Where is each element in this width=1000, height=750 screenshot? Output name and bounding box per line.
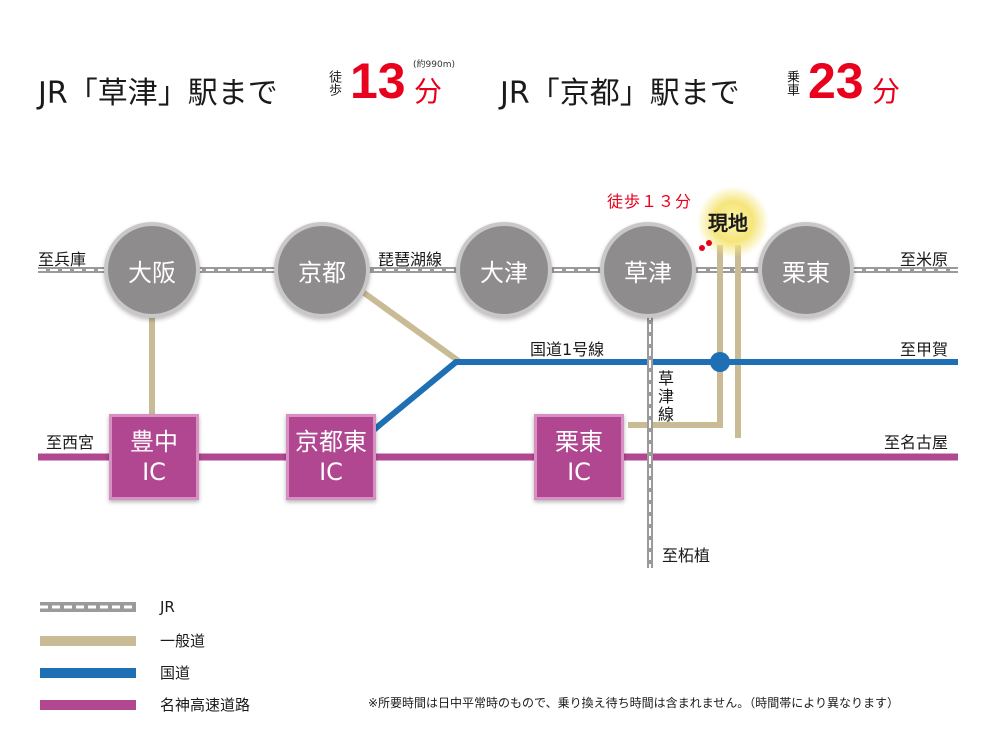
current-location-label: 現地 [708,211,748,235]
header-right-prefix: JR「京都」駅まで [500,76,740,111]
legend-swatch-national [40,667,136,678]
route1-junction [710,352,730,372]
current-location-glow [697,186,769,258]
station-otsu: 大津 [456,222,552,318]
label-route-1: 国道1号線 [530,340,605,359]
footnote: ※所要時間は日中平常時のもので、乗り換え待ち時間は含まれません。（時間帯により異… [368,696,899,710]
legend-swatch-road [40,635,136,646]
header-right-mode: 乗車 [784,70,799,96]
legend-label-national: 国道 [160,664,191,682]
header-left-distance-note: (約990m) [413,60,455,70]
header-right-value: 23 [808,53,864,109]
general-roads [149,245,741,440]
legend-label-jr: JR [160,598,175,616]
label-kusatsu-line: 草津線 [657,369,674,424]
station-kyoto: 京都 [274,222,370,318]
current-location-dot [699,245,705,251]
current-location-dot [706,240,712,246]
label-biwako-line: 琵琶湖線 [378,250,443,269]
station-osaka: 大阪 [104,222,200,318]
legend-item-expressway: 名神高速道路 [40,694,250,715]
legend-swatch-jr [40,602,136,612]
station-ritto: 栗東 [758,222,854,318]
legend-label-road: 一般道 [160,632,206,650]
legend-item-jr: JR [40,598,175,616]
legend-item-road: 一般道 [40,630,205,651]
station-kusatsu: 草津 [600,222,696,318]
legend-label-expressway: 名神高速道路 [160,696,251,714]
header-right-unit: 分 [872,75,901,108]
label-to-hyogo: 至兵庫 [38,250,87,269]
header-left-mode: 徒歩 [326,70,341,96]
national-route-1 [368,359,958,436]
header-left-value: 13 [350,53,406,109]
header-left-unit: 分 [414,75,443,108]
header-left-prefix: JR「草津」駅まで [38,76,278,111]
label-to-nagoya: 至名古屋 [884,433,949,452]
legend-item-national: 国道 [40,662,190,683]
label-to-nishinomiya: 至西宮 [46,433,95,452]
walk-time-label: 徒歩１３分 [607,192,693,211]
legend-swatch-expressway [40,699,136,710]
label-to-tsuge: 至柘植 [662,546,711,565]
label-to-koka: 至甲賀 [900,340,949,359]
label-to-maibara: 至米原 [900,250,949,269]
